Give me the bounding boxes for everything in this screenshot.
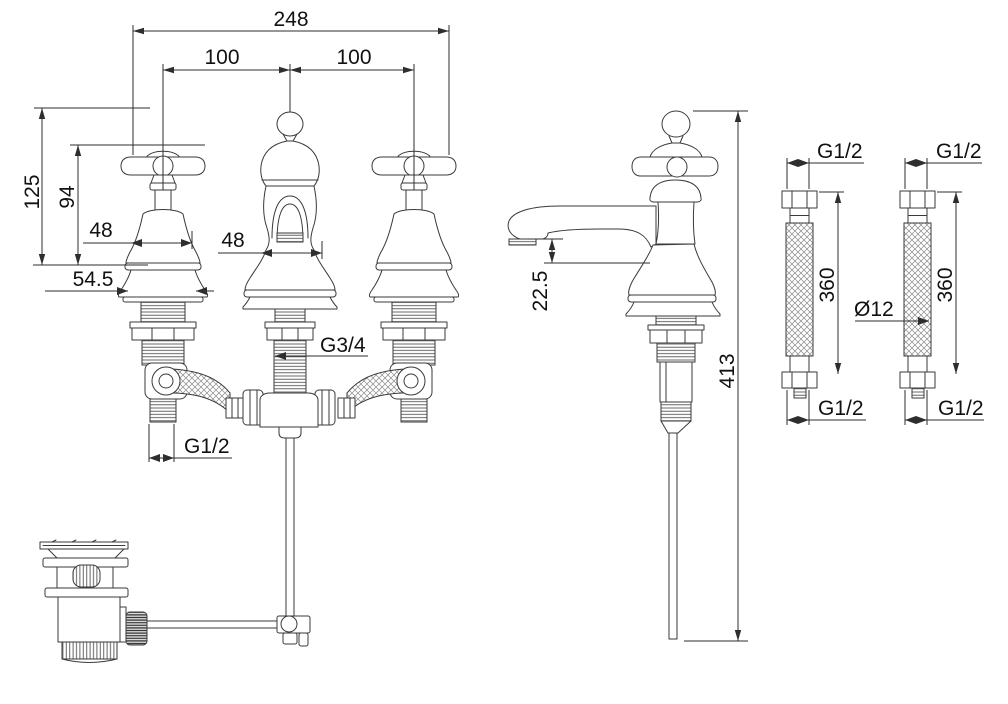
dim-label-hose-left-top-thread: G1/2 [817,140,863,163]
dim-label-side-overall-height: 413 [716,353,739,388]
dim-label-hose-left-length: 360 [816,267,839,302]
dimension-handle-width: 48 [83,219,193,249]
dimension-hose-left-length: 360 [816,191,844,374]
dim-label-handle-width: 48 [89,219,112,242]
dimension-total-width: 248 [132,8,450,155]
dimension-spout-thread: G3/4 [275,334,368,360]
tee-fitting-drawing [225,389,356,439]
spout-drawing [242,111,338,394]
dimension-hole-spacing: 100 100 [162,46,415,190]
dim-label-hose-right-top-thread: G1/2 [936,140,982,163]
dim-label-total-width: 248 [273,8,308,31]
dim-label-spacing-left: 100 [204,46,239,69]
flex-hose-right-drawing: G1/2 360 Ø12 G1/2 [854,140,984,425]
dimension-hose-right-length: 360 [934,191,962,374]
dim-label-hose-diameter: Ø12 [854,298,894,321]
dimension-tail-thread: G1/2 [148,424,232,462]
dim-label-handle-height: 94 [56,185,79,209]
dimension-overall-height: 125 [21,107,150,265]
dim-label-hose-right-bottom-thread: G1/2 [938,397,984,420]
dim-label-spacing-right: 100 [336,46,371,69]
dim-label-hose-right-length: 360 [934,267,957,302]
dimension-side-overall-height: 413 [684,110,748,642]
popup-waste-drawing [39,539,148,663]
dimension-base-width: 54.5 [45,268,214,295]
dimension-hose-right-bottom-thread: G1/2 [904,390,984,425]
popup-rod-linkage-drawing [146,437,311,647]
dimension-hose-left-bottom-thread: G1/2 [786,390,866,425]
side-view-drawing: 22.5 413 [507,110,748,642]
dim-label-spout-width: 48 [221,229,244,252]
dim-label-tail-thread: G1/2 [184,435,230,458]
dim-label-base-width: 54.5 [73,268,114,291]
dimension-hose-right-top-thread: G1/2 [904,140,982,189]
flex-hose-left-drawing: G1/2 360 G1/2 [781,140,866,425]
dimension-handle-height: 94 [33,144,205,266]
dim-label-overall-height: 125 [21,174,44,209]
dimension-hose-diameter: Ø12 [854,298,929,325]
dim-label-spout-height: 22.5 [529,271,552,312]
dim-label-spout-thread: G3/4 [320,334,366,357]
dimension-hose-left-top-thread: G1/2 [786,140,864,189]
dimension-spout-height: 22.5 [527,238,650,312]
front-view-drawing: 248 100 100 125 94 48 [21,8,460,663]
dim-label-hose-left-bottom-thread: G1/2 [818,397,864,420]
dimension-spout-width: 48 [218,229,323,259]
